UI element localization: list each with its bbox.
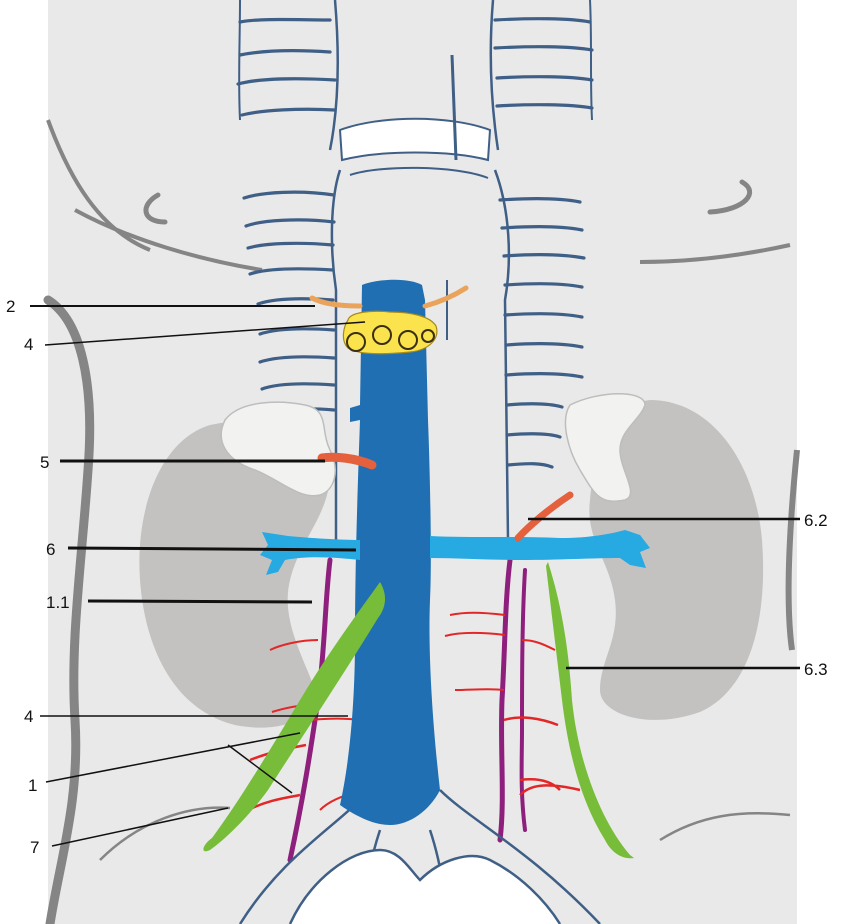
label-6: 6 <box>46 540 55 559</box>
yellow-lymph-structure <box>343 311 436 354</box>
label-5: 5 <box>40 453 49 472</box>
label-7: 7 <box>30 838 39 857</box>
label-2: 2 <box>6 297 15 316</box>
label-4-bottom: 4 <box>24 707 33 726</box>
label-6-2: 6.2 <box>804 511 828 530</box>
leader-6 <box>68 548 356 550</box>
label-4-top: 4 <box>24 335 33 354</box>
leader-1-1 <box>88 601 312 602</box>
label-1-1: 1.1 <box>46 593 70 612</box>
label-6-3: 6.3 <box>804 660 828 679</box>
right-white-margin <box>797 0 847 924</box>
label-1: 1 <box>28 776 37 795</box>
